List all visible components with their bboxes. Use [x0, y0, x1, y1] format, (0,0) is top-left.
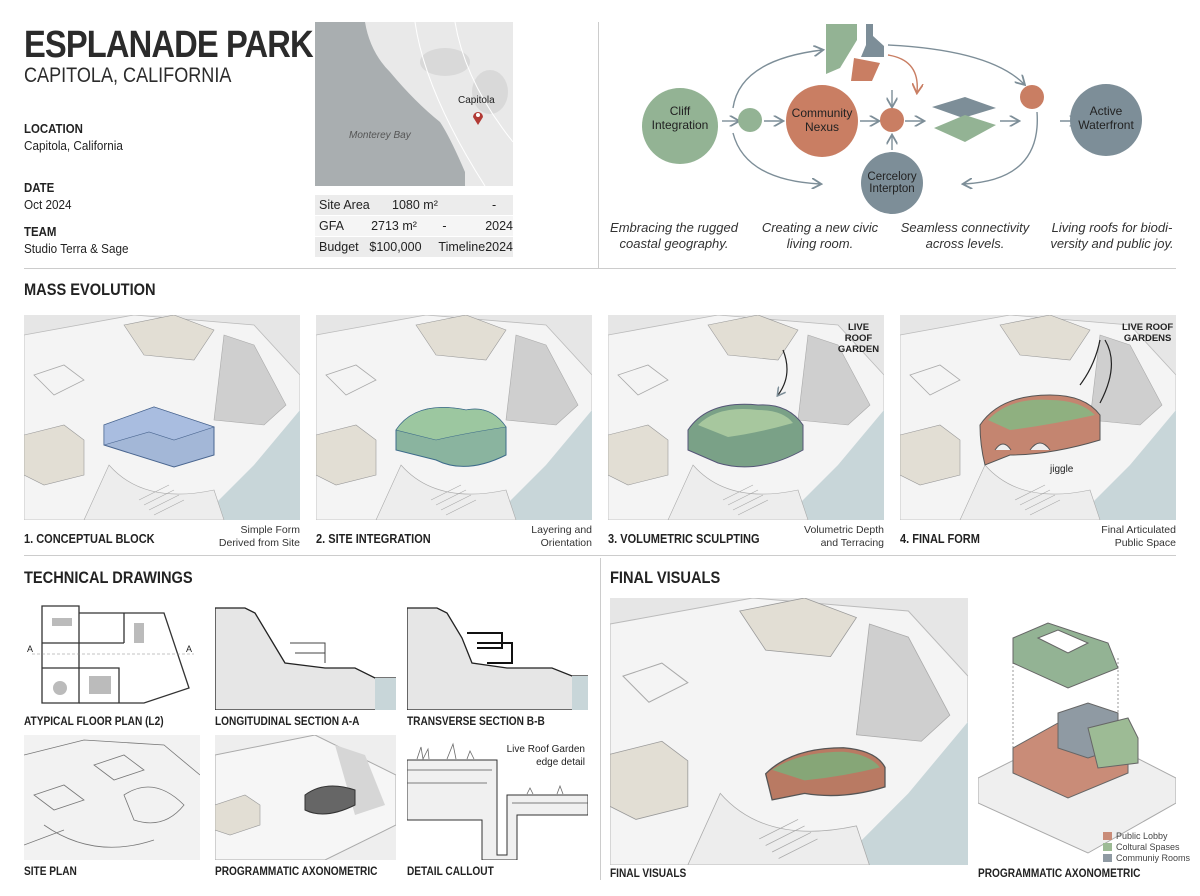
programmatic-axon-drawing — [215, 735, 396, 860]
transverse-section-drawing — [407, 607, 588, 710]
stat-value: 2713 m² — [371, 219, 417, 233]
final-visuals-heading: FINAL VISUALS — [610, 568, 721, 587]
stats-row: GFA 2713 m² - 2024 — [315, 216, 513, 237]
node-waterfront-label: Active Waterfront — [1078, 104, 1134, 132]
mass-panel-1 — [24, 315, 300, 520]
annotation-live-roof-gardens: LIVE ROOF GARDENS — [1122, 322, 1174, 344]
stat-value: $100,000 — [369, 240, 422, 254]
divider — [24, 268, 1176, 269]
legend-item: Communiy Rooms — [1103, 852, 1190, 863]
drawing-label: TRANSVERSE SECTION B-B — [407, 716, 545, 728]
node-cliff-label: Cliff Integration — [651, 104, 709, 132]
section-marker-right: A — [186, 644, 193, 654]
date-label: DATE — [24, 180, 55, 195]
drawing-label: SITE PLAN — [24, 866, 77, 878]
detail-note: Live Roof Garden edge detail — [506, 744, 585, 768]
legend-swatch — [1103, 853, 1112, 862]
node-cercelory-label: Cercelory Interpton — [867, 171, 917, 195]
legend-item: Coltural Spases — [1103, 841, 1190, 852]
map-place-label: Capitola — [458, 95, 495, 106]
drawing-label: ATYPICAL FLOOR PLAN (L2) — [24, 716, 164, 728]
mass-step-title: 1. CONCEPTUAL BLOCK — [24, 532, 155, 546]
map-water-label: Monterey Bay — [349, 130, 411, 141]
node-cliff — [642, 88, 718, 164]
concept-caption: Living roofs for biodi-versity and publi… — [1050, 220, 1174, 251]
project-title: ESPLANADE PARK — [24, 24, 314, 66]
stat-value: 1080 m² — [392, 198, 438, 212]
stats-row: Site Area 1080 m² - — [315, 195, 513, 216]
location-map: Capitola Monterey Bay — [315, 22, 513, 186]
node-nexus-label: Community Nexus — [791, 106, 853, 134]
axon-legend: Public Lobby Coltural Spases Communiy Ro… — [1103, 830, 1190, 863]
final-programmatic-axon — [978, 622, 1176, 854]
floor-plan-drawing — [24, 598, 200, 710]
legend-label: Communiy Rooms — [1116, 852, 1191, 863]
legend-swatch — [1103, 831, 1112, 840]
axon-label: PROGRAMMATIC AXONOMETRIC — [978, 868, 1141, 880]
date-value: Oct 2024 — [24, 197, 72, 212]
location-value: Capitola, California — [24, 138, 123, 153]
divider — [598, 22, 599, 268]
annotation-note: jiggle — [1050, 464, 1074, 475]
longitudinal-section-drawing — [215, 607, 396, 710]
stat-extra: Timeline — [438, 240, 486, 254]
stat-year: 2024 — [485, 219, 513, 233]
mass-step-title: 2. SITE INTEGRATION — [316, 532, 431, 546]
concept-caption: Creating a new civic living room. — [761, 220, 879, 251]
node-waterfront — [1070, 84, 1142, 156]
mass-step-desc: Volumetric Depth and Terracing — [804, 524, 884, 549]
team-label: TEAM — [24, 224, 57, 239]
map-pin-icon[interactable] — [472, 110, 484, 125]
mass-step-title: 3. VOLUMETRIC SCULPTING — [608, 532, 760, 546]
location-label: LOCATION — [24, 121, 83, 136]
stat-label: GFA — [319, 219, 345, 233]
mass-panel-4: LIVE ROOF GARDENS jiggle — [900, 315, 1176, 520]
concept-caption: Seamless connectivity across levels. — [900, 220, 1030, 251]
final-visual-render — [610, 598, 968, 865]
node-cercelory — [861, 152, 923, 214]
mass-step-desc: Layering and Orientation — [531, 524, 592, 549]
final-visual-label: FINAL VISUALS — [610, 868, 687, 880]
drawing-label: LONGITUDINAL SECTION A-A — [215, 716, 360, 728]
legend-item: Public Lobby — [1103, 830, 1190, 841]
legend-swatch — [1103, 842, 1112, 851]
stat-extra: - — [442, 219, 447, 233]
annotation-live-roof: LIVE ROOF GARDEN — [837, 322, 880, 355]
site-plan-drawing — [24, 735, 200, 860]
team-value: Studio Terra & Sage — [24, 241, 129, 256]
stat-label: Budget — [319, 240, 359, 254]
mass-step-desc: Final Articulated Public Space — [1101, 524, 1176, 549]
stat-extra: - — [492, 198, 497, 212]
drawing-label: DETAIL CALLOUT — [407, 866, 494, 878]
drawing-label: PROGRAMMATIC AXONOMETRIC — [215, 866, 378, 878]
legend-label: Coltural Spases — [1116, 841, 1180, 852]
mass-step-desc: Simple Form Derived from Site — [218, 524, 300, 549]
divider — [600, 558, 601, 880]
node-nexus — [786, 85, 858, 157]
concept-diagram — [642, 24, 1142, 214]
stat-label: Site Area — [319, 198, 370, 212]
section-marker-left: A — [27, 644, 34, 654]
project-subtitle: CAPITOLA, CALIFORNIA — [24, 64, 232, 87]
mass-panel-3: LIVE ROOF GARDEN — [608, 315, 884, 520]
mass-panel-2 — [316, 315, 592, 520]
legend-label: Public Lobby — [1116, 830, 1168, 841]
divider — [24, 555, 1176, 556]
concept-caption: Embracing the rugged coastal geography. — [610, 220, 738, 251]
technical-heading: TECHNICAL DRAWINGS — [24, 568, 193, 587]
detail-callout-drawing — [407, 735, 588, 860]
mass-step-title: 4. FINAL FORM — [900, 532, 980, 546]
mass-evolution-heading: MASS EVOLUTION — [24, 280, 156, 299]
stat-year: 2024 — [485, 240, 513, 254]
